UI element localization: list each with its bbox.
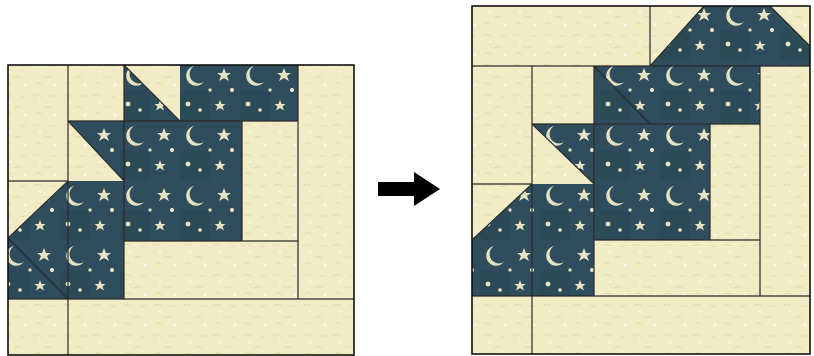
right-arrow-icon <box>378 172 440 206</box>
dark-center-square <box>124 121 242 241</box>
dark-center-square <box>594 124 710 240</box>
dark-rect-top <box>180 65 298 121</box>
dark-rect-left <box>532 184 594 296</box>
dark-rect-upper <box>650 66 760 124</box>
quilt-block-after <box>472 6 810 354</box>
quilt-block-before <box>8 65 354 355</box>
dark-rect-left <box>68 181 124 299</box>
